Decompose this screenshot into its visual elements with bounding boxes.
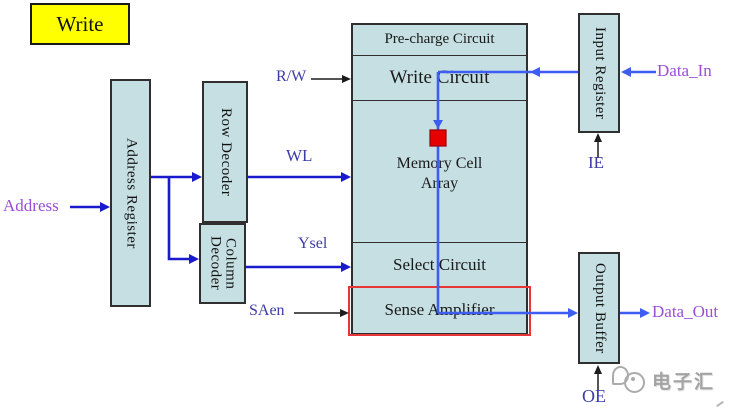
watermark: 电子汇	[612, 364, 715, 396]
memory-cell-array-section: Memory Cell Array	[353, 99, 526, 243]
column-decoder-label: Column Decoder	[207, 236, 239, 291]
saen-signal-label: SAen	[249, 302, 285, 319]
data-out-signal-label: Data_Out	[652, 302, 719, 321]
memory-cell-array-label: Memory Cell Array	[396, 155, 483, 193]
sense-amplifier-section: Sense Amplifier	[384, 299, 495, 319]
ie-signal-label: IE	[588, 153, 605, 172]
data-in-signal-label: Data_In	[657, 61, 712, 80]
precharge-circuit-section: Pre-charge Circuit	[384, 31, 495, 48]
output-buffer-label: Output Buffer	[591, 262, 608, 354]
address-register-label: Address Register	[123, 137, 140, 249]
ysel-wire	[246, 262, 351, 272]
select-circuit-section: Select Circuit	[353, 242, 526, 286]
address-signal-label: Address	[3, 196, 59, 215]
input-register-block: Input Register	[578, 13, 620, 133]
register-to-column-decoder-wire	[167, 177, 199, 264]
wl-wire	[248, 172, 351, 182]
register-to-row-decoder-wire	[151, 172, 202, 182]
address-input-wire	[70, 202, 110, 212]
input-register-label: Input Register	[591, 26, 608, 120]
row-decoder-block: Row Decoder	[202, 81, 248, 223]
output-buffer-block: Output Buffer	[578, 252, 620, 364]
watermark-text: 电子汇	[652, 371, 716, 393]
data-in-wire	[621, 67, 656, 77]
saen-control-wire	[294, 309, 349, 317]
write-mode-badge: Write	[30, 3, 130, 45]
data-out-wire	[620, 308, 650, 318]
memory-core-block: Pre-charge Circuit Write Circuit Memory …	[351, 23, 528, 335]
rw-signal-label: R/W	[276, 68, 307, 85]
oe-signal-label: OE	[582, 386, 606, 406]
address-register-block: Address Register	[110, 79, 151, 307]
rw-control-wire	[311, 75, 351, 83]
wl-signal-label: WL	[286, 146, 313, 165]
corner-artifact-mark	[716, 400, 724, 408]
row-decoder-label: Row Decoder	[217, 107, 234, 197]
write-circuit-section: Write Circuit	[353, 54, 526, 100]
column-decoder-block: Column Decoder	[199, 223, 246, 304]
ysel-signal-label: Ysel	[298, 235, 328, 252]
watermark-logo-icon	[612, 364, 646, 396]
